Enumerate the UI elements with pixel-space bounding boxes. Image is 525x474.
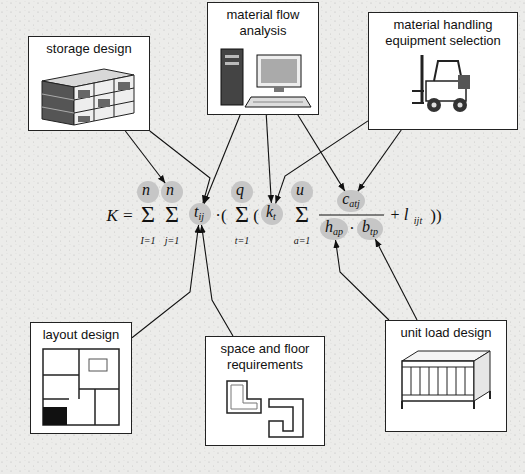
highlighted-term: hap xyxy=(320,218,348,240)
formula-part: j=1 xyxy=(165,236,180,246)
subscript: ij xyxy=(198,211,204,222)
box-label: material flow analysis xyxy=(212,7,314,39)
influence-arrow xyxy=(132,225,199,338)
process-box: space and floor requirements xyxy=(205,336,325,446)
term-symbol: n xyxy=(166,181,174,198)
storage-rack-icon xyxy=(34,59,144,127)
highlighted-term: n xyxy=(137,181,159,203)
floor-plan-icon xyxy=(39,345,123,429)
forklift-icon xyxy=(408,51,478,117)
highlighted-term: btp xyxy=(357,218,383,240)
floor-space-icon xyxy=(217,375,313,441)
highlighted-term: n xyxy=(161,181,183,203)
process-box: layout design xyxy=(30,322,132,434)
box-label: storage design xyxy=(33,41,145,57)
highlighted-term: catj xyxy=(337,190,365,212)
formula-part: ( xyxy=(253,207,259,224)
formula-part: + xyxy=(390,207,399,223)
influence-arrow xyxy=(358,130,401,191)
influence-arrow xyxy=(266,115,271,203)
box-label: material handling equipment selection xyxy=(373,17,513,49)
subscript: tp xyxy=(370,226,378,237)
subscript: t xyxy=(273,211,276,222)
box-label: layout design xyxy=(35,327,127,343)
formula-part: Σ xyxy=(295,202,309,226)
subscript: ap xyxy=(333,226,343,237)
formula-part: Σ xyxy=(165,202,179,226)
influence-arrow xyxy=(298,115,345,191)
term-symbol: n xyxy=(142,181,150,198)
influence-arrow xyxy=(336,240,389,320)
term-symbol: c xyxy=(342,190,349,207)
influence-arrow xyxy=(375,239,417,320)
highlighted-term: u xyxy=(291,181,313,203)
term-symbol: q xyxy=(236,181,244,198)
formula-part: K = xyxy=(106,207,133,224)
process-box: material flow analysis xyxy=(207,2,319,115)
process-box: storage design xyxy=(28,36,150,131)
box-label: space and floor requirements xyxy=(210,341,320,373)
formula-part: t=1 xyxy=(235,236,250,246)
process-box: unit load design xyxy=(385,320,507,432)
formula-part: ijt xyxy=(414,216,422,226)
term-symbol: b xyxy=(362,218,370,235)
formula-part: ·( xyxy=(215,207,226,224)
fraction-bar xyxy=(319,214,384,215)
highlighted-term: q xyxy=(231,181,253,203)
formula-part: · xyxy=(349,221,354,237)
subscript: atj xyxy=(349,198,360,209)
highlighted-term: tij xyxy=(189,203,211,225)
formula-part: )) xyxy=(430,207,441,224)
box-label: unit load design xyxy=(390,325,502,341)
term-symbol: h xyxy=(325,218,333,235)
highlighted-term: kt xyxy=(261,203,283,225)
term-symbol: t xyxy=(194,203,198,220)
formula-part: a=1 xyxy=(294,236,311,246)
influence-arrow xyxy=(202,225,233,336)
formula-part: l xyxy=(404,206,409,223)
unit-load-crib-icon xyxy=(394,343,498,413)
term-symbol: k xyxy=(266,203,273,220)
process-box: material handling equipment selection xyxy=(368,12,518,130)
formula-part: I=1 xyxy=(140,236,155,246)
term-symbol: u xyxy=(296,181,304,198)
formula-part: Σ xyxy=(235,202,249,226)
computer-icon xyxy=(213,41,313,111)
formula-part: Σ xyxy=(141,202,155,226)
